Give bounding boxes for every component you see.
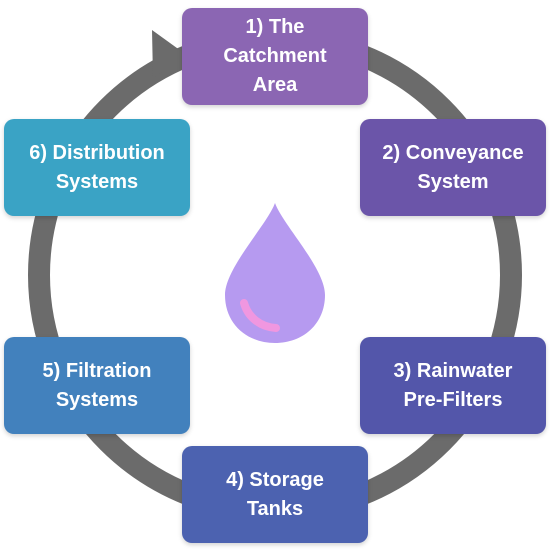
step-label-line: Tanks	[246, 497, 304, 520]
step-label-line: Catchment	[223, 45, 327, 67]
step-label: 3) Rainwater Pre-Filters	[394, 357, 513, 415]
step-label-line: Systems	[55, 388, 139, 411]
step-label: 4) Storage Tanks	[226, 466, 324, 524]
step-label-line: Systems	[55, 170, 139, 193]
step-label-line: Area	[252, 74, 298, 96]
step-label-line: 5) Filtration	[42, 359, 152, 382]
step-label-line: 3) Rainwater	[393, 359, 513, 382]
step-rainwater-pre-filters: 3) Rainwater Pre-Filters	[360, 337, 546, 434]
step-filtration-systems: 5) Filtration Systems	[4, 337, 190, 434]
water-drop-highlight	[240, 299, 280, 332]
step-label-line: Pre-Filters	[403, 388, 503, 411]
step-storage-tanks: 4) Storage Tanks	[182, 446, 368, 543]
step-label-line: System	[417, 170, 489, 193]
step-distribution-systems: 6) Distribution Systems	[4, 119, 190, 216]
step-label-line: 2) Conveyance	[382, 141, 524, 164]
step-label: 1) The Catchment Area	[223, 13, 326, 100]
step-label: 5) Filtration Systems	[43, 357, 152, 415]
step-label: 6) Distribution Systems	[29, 139, 165, 197]
step-label-line: 1) The	[245, 16, 305, 38]
step-label-line: 4) Storage	[226, 468, 324, 491]
step-label: 2) Conveyance System	[382, 139, 523, 197]
step-label-line: 6) Distribution	[29, 141, 165, 164]
step-conveyance-system: 2) Conveyance System	[360, 119, 546, 216]
cycle-arrow-head-icon	[152, 30, 188, 78]
water-drop-body	[225, 203, 325, 343]
step-catchment-area: 1) The Catchment Area	[182, 8, 368, 105]
water-drop-icon	[225, 203, 325, 343]
